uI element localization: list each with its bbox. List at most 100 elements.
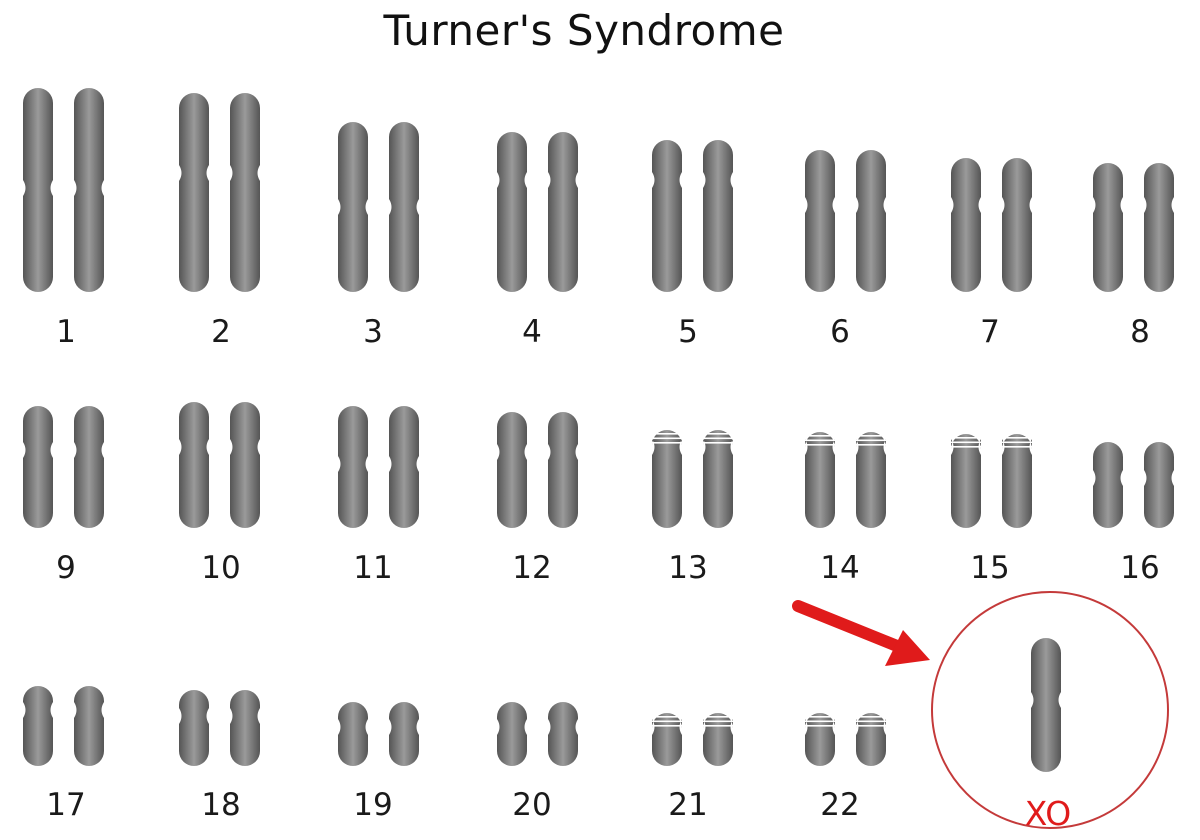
chromosome-label: 18 (201, 787, 240, 823)
chromosome-label: 8 (1130, 314, 1150, 350)
chromosome-pair-10: 10 (179, 402, 260, 586)
chromosome-band (951, 446, 981, 448)
chromosome-label: 9 (56, 550, 76, 586)
chromosome-label: 10 (201, 550, 240, 586)
chromosome-pair-12: 12 (497, 412, 578, 586)
chromatid (179, 93, 209, 292)
chromosome-band (805, 439, 835, 442)
chromosome-pair-7: 7 (951, 158, 1032, 350)
chromatid (703, 140, 733, 292)
chromosome-band (652, 442, 682, 444)
chromosome-pair-3: 3 (338, 122, 419, 350)
chromosome-band (856, 439, 886, 442)
chromosome-label: 6 (830, 314, 850, 350)
chromatid (338, 406, 368, 528)
chromosome-label: 5 (678, 314, 698, 350)
highlight-circle (931, 591, 1169, 829)
chromatid (230, 402, 260, 528)
chromosome-label: 13 (668, 550, 707, 586)
chromosome-band (703, 720, 733, 723)
chromosome-label: 3 (363, 314, 383, 350)
chromosome-band (805, 435, 835, 437)
chromatid (179, 690, 209, 766)
chromatid (74, 406, 104, 528)
chromosome-pair-2: 2 (179, 93, 260, 350)
chromosome-pair-22: 22 (805, 713, 886, 823)
chromosome-band (703, 716, 733, 718)
chromosome-label: 17 (46, 787, 85, 823)
chromosome-pair-8: 8 (1093, 163, 1174, 350)
chromatid (951, 434, 981, 528)
chromosome-label: 11 (353, 550, 392, 586)
chromosome-pair-19: 19 (338, 702, 419, 823)
chromatid (1144, 442, 1174, 528)
chromosome-label: 14 (820, 550, 859, 586)
chromatid (23, 88, 53, 292)
chromosome-label: 1 (56, 314, 76, 350)
chromosome-band (652, 720, 682, 723)
chromosome-label: 12 (512, 550, 551, 586)
chromosome-band (856, 720, 886, 723)
chromatid (856, 150, 886, 292)
xo-label: XO (1025, 794, 1071, 833)
chromatid (1002, 158, 1032, 292)
chromosome-pair-11: 11 (338, 406, 419, 586)
chromatid (703, 430, 733, 528)
chromatid (389, 122, 419, 292)
chromosome-pair-5: 5 (652, 140, 733, 350)
chromosome-band (703, 725, 733, 727)
chromosome-label: 19 (353, 787, 392, 823)
chromosome-band (652, 437, 682, 440)
arrow-icon (792, 600, 930, 666)
chromosome-band (951, 437, 981, 439)
chromatid (1093, 163, 1123, 292)
chromosome-label: 20 (512, 787, 551, 823)
chromosome-pair-15: 15 (951, 434, 1032, 586)
x-chromosome (1031, 638, 1061, 772)
chromosome-band (703, 437, 733, 440)
chromatid (497, 702, 527, 766)
chromosome-band (805, 725, 835, 727)
chromatid (652, 430, 682, 528)
chromosome-label: 2 (211, 314, 231, 350)
diagram-title: Turner's Syndrome (383, 6, 785, 55)
chromosome-pair-20: 20 (497, 702, 578, 823)
chromatid (338, 122, 368, 292)
chromatid (652, 140, 682, 292)
chromatid (338, 702, 368, 766)
chromatid (23, 406, 53, 528)
chromosome-band (703, 433, 733, 435)
chromatid (389, 702, 419, 766)
chromosome-label: 21 (668, 787, 707, 823)
chromosome-band (1002, 437, 1032, 439)
chromosome-band (703, 442, 733, 444)
chromosome-band (805, 720, 835, 723)
chromatid (805, 150, 835, 292)
chromatid (74, 88, 104, 292)
chromosome-label: 7 (980, 314, 1000, 350)
chromatid (74, 686, 104, 766)
chromatid (856, 432, 886, 528)
chromosome-band (652, 716, 682, 718)
chromatid (548, 412, 578, 528)
chromosome-pair-21: 21 (652, 713, 733, 823)
chromosome-band (856, 435, 886, 437)
chromatid (1144, 163, 1174, 292)
chromosome-pair-14: 14 (805, 432, 886, 586)
chromosome-label: 15 (970, 550, 1009, 586)
chromosome-pair-9: 9 (23, 406, 104, 586)
chromatid (230, 690, 260, 766)
chromatid (23, 686, 53, 766)
chromosome-band (1002, 446, 1032, 448)
chromosome-band (1002, 441, 1032, 444)
chromatid (548, 702, 578, 766)
chromatid (497, 412, 527, 528)
chromosome-label: 4 (522, 314, 542, 350)
chromosome-band (951, 441, 981, 444)
chromosome-pair-18: 18 (179, 690, 260, 823)
chromosome-band (856, 716, 886, 718)
chromosome-label: 22 (820, 787, 859, 823)
chromosome-pair-13: 13 (652, 430, 733, 586)
chromosome-pair-17: 17 (23, 686, 104, 823)
